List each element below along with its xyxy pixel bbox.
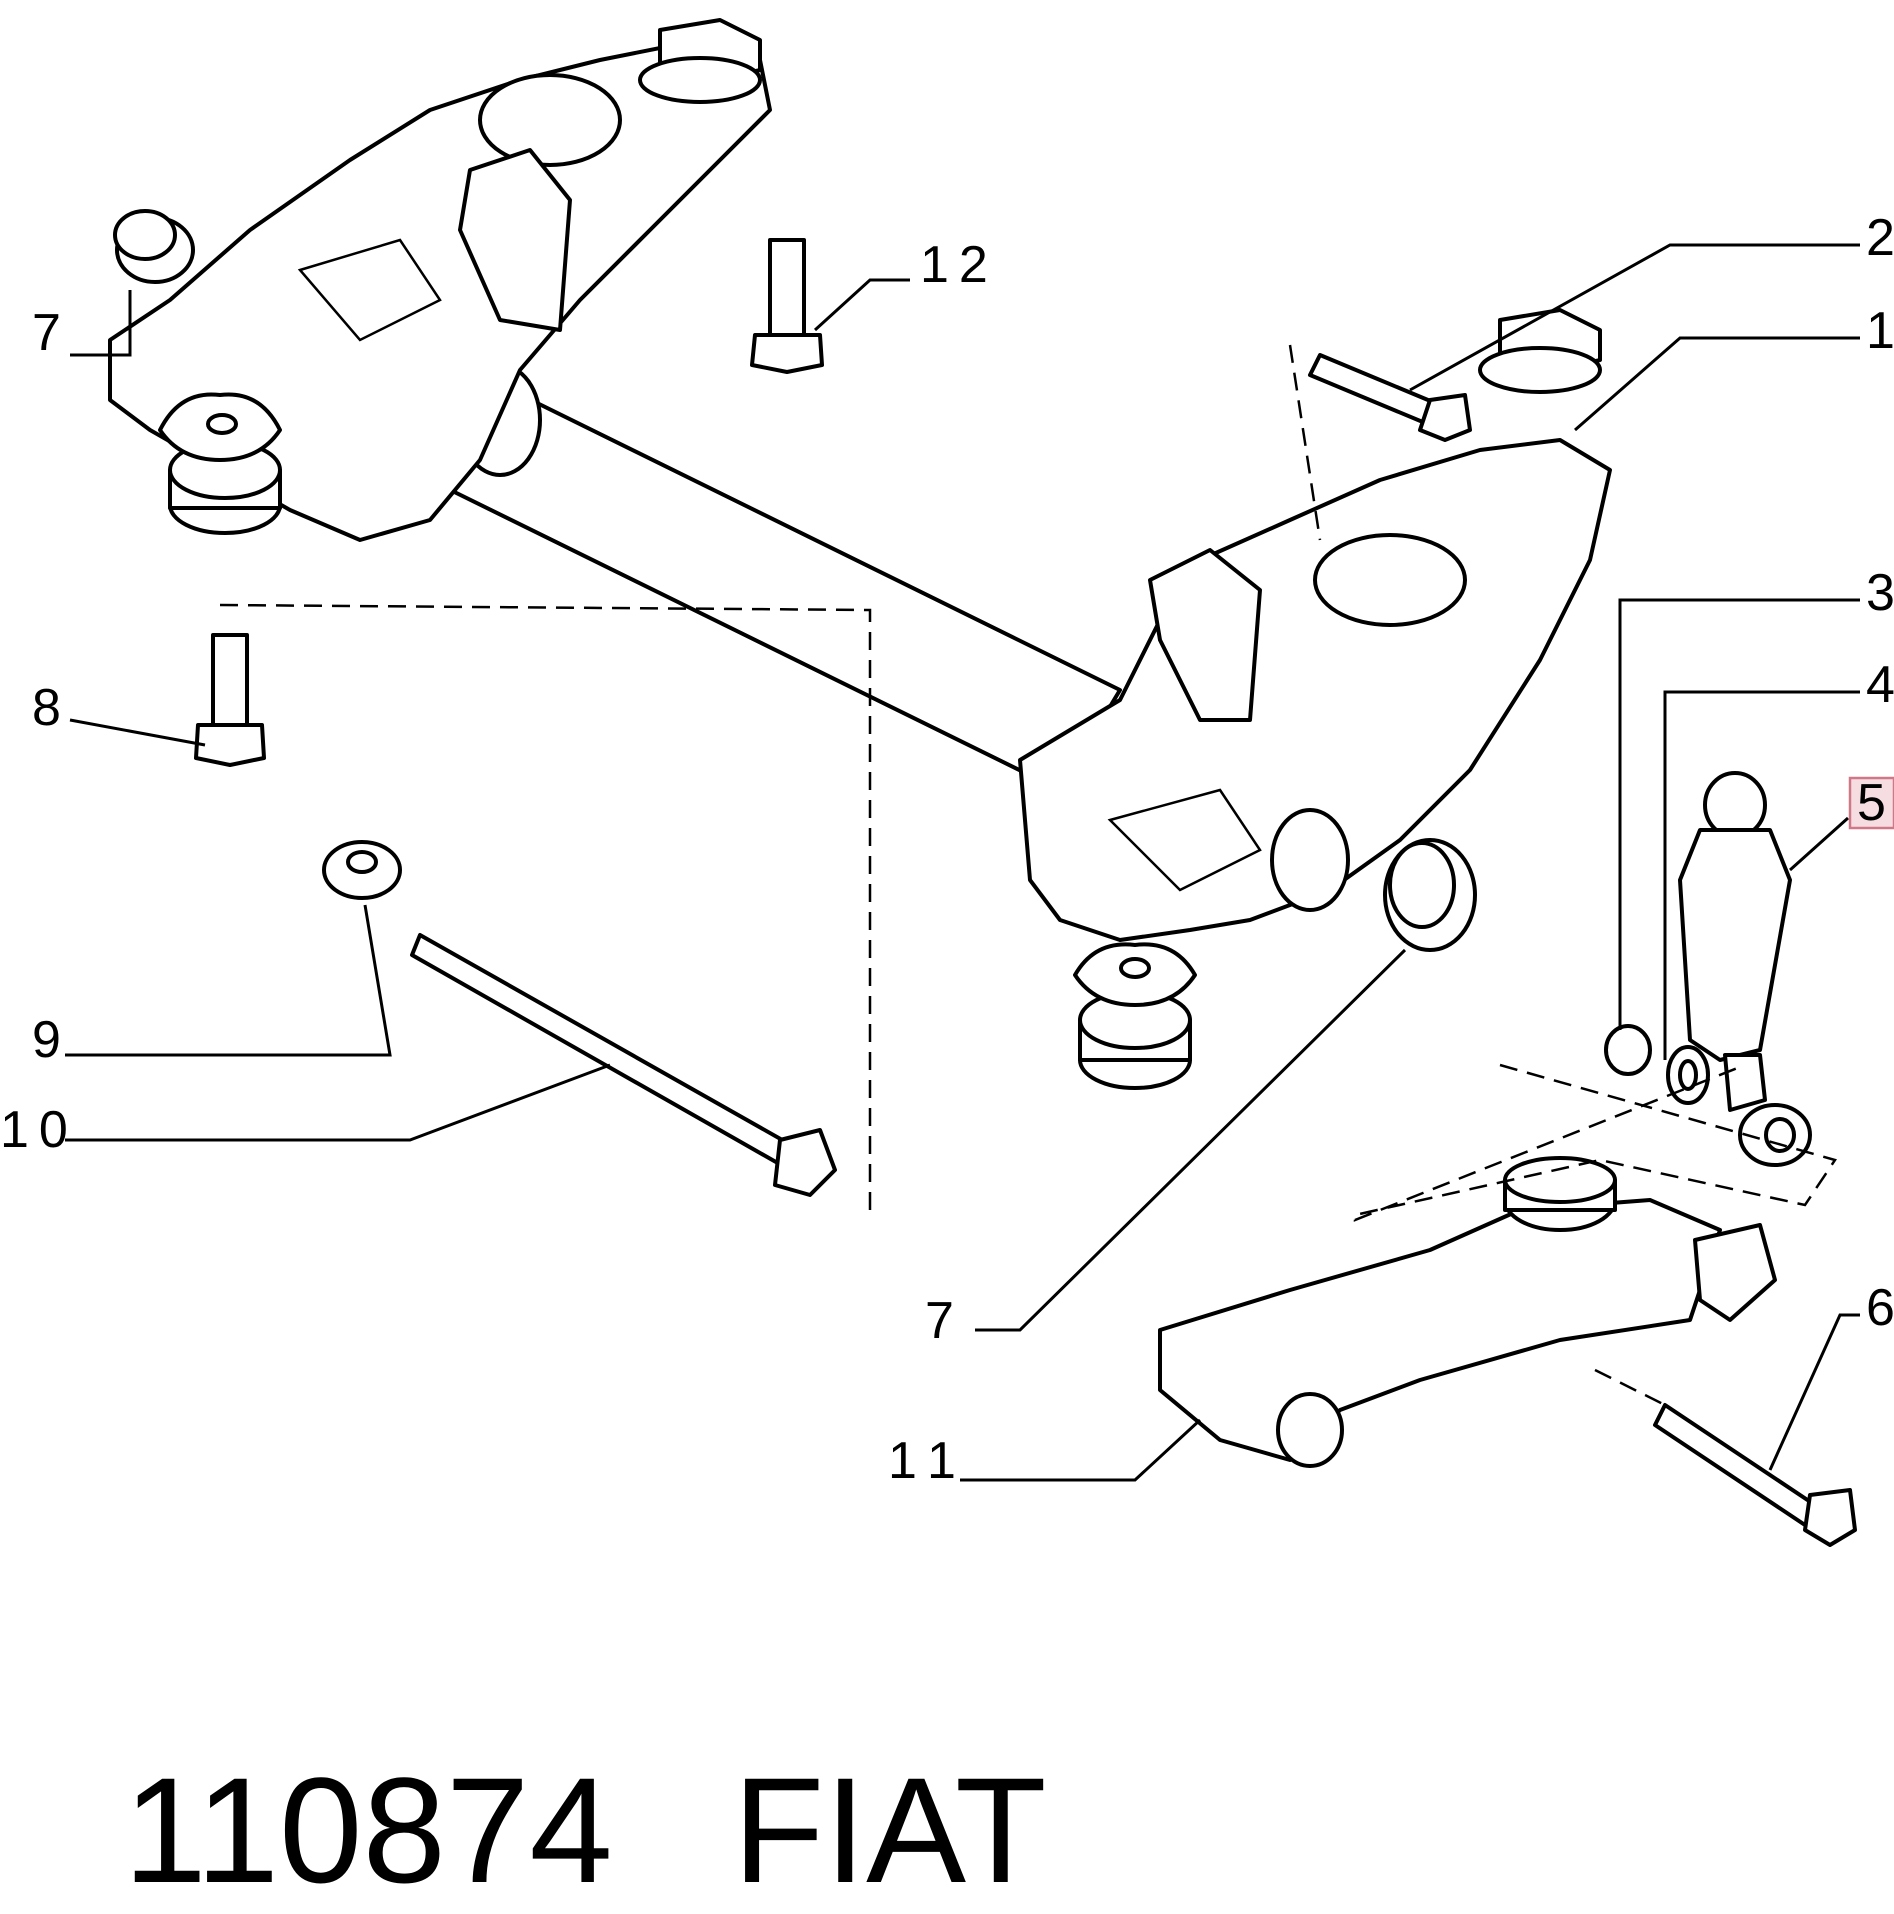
callout-3: 3 — [1866, 564, 1894, 622]
brand-name: FIAT — [732, 1746, 1047, 1914]
callout-labels: 2 1 3 4 5 6 7 12 8 9 10 7 11 — [0, 209, 1894, 1490]
shock-absorber — [1678, 771, 1812, 1167]
callout-2: 2 — [1866, 209, 1894, 267]
callout-12: 12 — [920, 236, 998, 294]
callout-1: 1 — [1866, 302, 1894, 360]
callout-11: 11 — [888, 1432, 970, 1490]
callout-9: 9 — [32, 1011, 61, 1069]
diagram-caption: 110874 FIAT — [40, 1605, 1047, 1914]
callout-5-highlight — [1848, 776, 1894, 830]
callout-8: 8 — [32, 679, 61, 737]
callout-4: 4 — [1866, 656, 1894, 714]
callout-10: 10 — [0, 1101, 78, 1159]
callout-5: 5 — [1857, 774, 1886, 832]
callout-7-left: 7 — [32, 304, 61, 362]
leader-lines — [65, 243, 1860, 1482]
callout-7-right: 7 — [925, 1292, 954, 1350]
parts-hardware — [113, 209, 1857, 1547]
callout-6: 6 — [1866, 1279, 1894, 1337]
part-number: 110874 — [123, 1746, 613, 1914]
rear-axle-beam — [108, 18, 1612, 1090]
exploded-parts-diagram: 2 1 3 4 5 6 7 12 8 9 10 7 11 — [0, 18, 1894, 1547]
installation-guides — [219, 344, 1837, 1407]
